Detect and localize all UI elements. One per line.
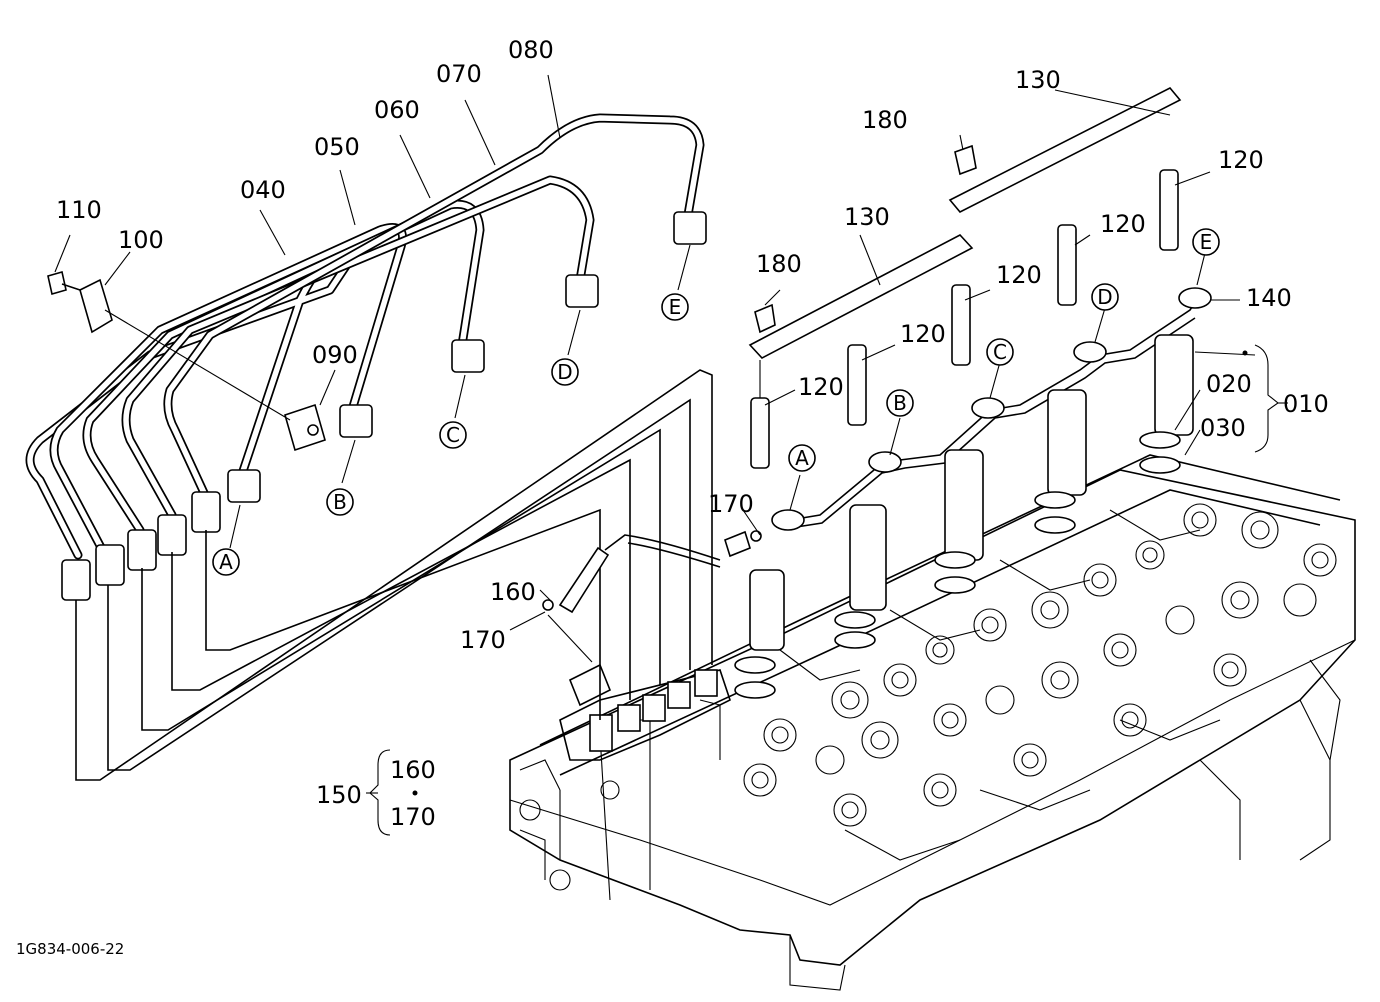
diagram-code: 1G834-006-22 [16, 940, 124, 958]
label-170-mid: 170 [460, 626, 506, 654]
injection-pipes [25, 113, 705, 560]
callout-D-left: D [551, 358, 579, 386]
callout-A-right: A [788, 444, 816, 472]
nozzle-1 [734, 360, 785, 699]
svg-text:B: B [333, 490, 347, 514]
svg-text:D: D [557, 360, 572, 384]
svg-text:D: D [1097, 285, 1112, 309]
glow-plug-bars [748, 86, 1182, 359]
pipe-clamps [47, 270, 326, 452]
label-030: 030 [1200, 414, 1246, 442]
callout-E-right: E [1192, 228, 1220, 256]
nozzle-5 [1139, 169, 1194, 474]
nozzle-2 [834, 344, 887, 649]
injection-pump [559, 663, 731, 761]
label-120-d: 120 [900, 320, 946, 348]
svg-text:B: B [893, 391, 907, 415]
letter-callouts: A B C D E A B C [212, 228, 1220, 576]
label-170-top: 170 [708, 490, 754, 518]
label-150-160: 160 [390, 756, 436, 784]
nozzle-3 [934, 284, 984, 594]
svg-text:E: E [669, 295, 682, 319]
label-150-170: 170 [390, 803, 436, 831]
svg-text:A: A [795, 446, 809, 470]
label-050: 050 [314, 133, 360, 161]
label-130-top: 130 [1015, 66, 1061, 94]
pipe-nuts [61, 211, 707, 601]
label-110: 110 [56, 196, 102, 224]
head-ports [519, 503, 1337, 891]
nozzle-4 [1034, 224, 1087, 534]
pipe-routing-lines [75, 369, 713, 781]
label-070: 070 [436, 60, 482, 88]
leader-lines [54, 74, 1288, 836]
part-number-labels: 080 070 060 050 040 110 100 090 130 180 … [56, 36, 1329, 831]
label-140: 140 [1246, 284, 1292, 312]
callout-B-right: B [886, 389, 914, 417]
label-160: 160 [490, 578, 536, 606]
label-120-a: 120 [1218, 146, 1264, 174]
label-120-c: 120 [996, 261, 1042, 289]
svg-text:C: C [993, 340, 1007, 364]
label-120-b: 120 [1100, 210, 1146, 238]
label-180-mid: 180 [756, 250, 802, 278]
svg-text:A: A [219, 550, 233, 574]
label-100: 100 [118, 226, 164, 254]
label-060: 060 [374, 96, 420, 124]
label-080: 080 [508, 36, 554, 64]
label-120-e: 120 [798, 373, 844, 401]
callout-C-left: C [439, 421, 467, 449]
label-180-top: 180 [862, 106, 908, 134]
leak-off-pipe [542, 287, 1212, 614]
svg-text:C: C [446, 423, 460, 447]
nozzles-and-glow-plugs [734, 169, 1194, 699]
label-130-mid: 130 [844, 203, 890, 231]
callout-B-left: B [326, 488, 354, 516]
label-020: 020 [1206, 370, 1252, 398]
callout-E-left: E [661, 293, 689, 321]
label-040: 040 [240, 176, 286, 204]
label-150: 150 [316, 781, 362, 809]
svg-text:E: E [1200, 230, 1213, 254]
callout-D-right: D [1091, 283, 1119, 311]
callout-C-right: C [986, 338, 1014, 366]
label-010: 010 [1283, 390, 1329, 418]
label-090: 090 [312, 341, 358, 369]
callout-A-left: A [212, 548, 240, 576]
